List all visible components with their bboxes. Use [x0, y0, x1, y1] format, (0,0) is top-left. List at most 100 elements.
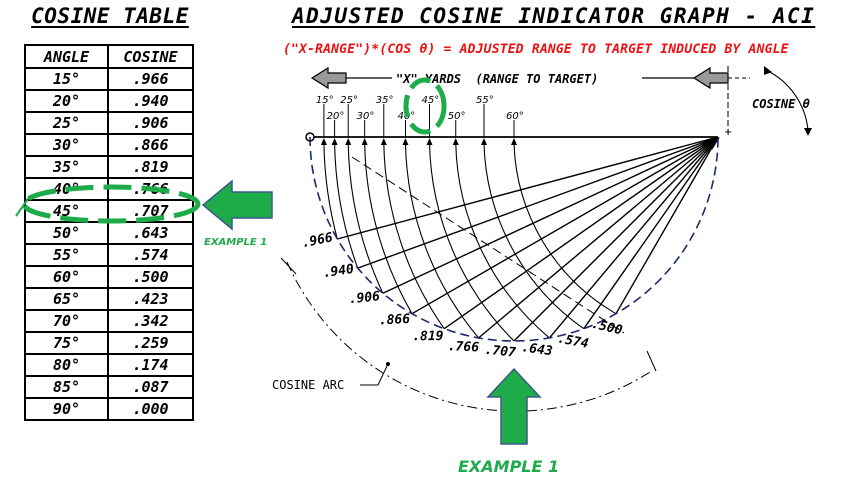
angle-cell: 75° [24, 331, 109, 355]
table-row: 80°.174 [24, 353, 194, 377]
cosine-ray [513, 136, 719, 342]
arc-value-label: .906 [348, 289, 381, 307]
arc-value-label: .707 [484, 343, 517, 361]
cosine-cell: .500 [107, 265, 194, 289]
angle-tick-label: 20° [327, 111, 345, 122]
cosine-theta-arrow-bottom [804, 128, 812, 136]
angle-cell: 85° [24, 375, 109, 399]
projection-arrowhead [345, 138, 352, 145]
cosine-cell: .087 [107, 375, 194, 399]
highlight-table-row-ellipse [21, 184, 201, 224]
cosine-theta-arc [765, 69, 809, 131]
angle-tick-label: 30° [357, 111, 375, 122]
cosine-ray [478, 136, 719, 339]
angle-tick-label: 60° [506, 111, 524, 122]
projection-arc [404, 142, 479, 339]
projection-arc [347, 142, 384, 294]
example-1-small-label: EXAMPLE 1 [204, 237, 268, 248]
cosine-ray [443, 136, 719, 330]
table-row: 75°.259 [24, 331, 194, 355]
example-1-big-label: EXAMPLE 1 [458, 457, 560, 476]
cosine-arc-dashed [309, 136, 719, 342]
angle-cell: 50° [24, 221, 109, 245]
projection-arrowhead [511, 138, 517, 145]
outer-arc-end-left [280, 257, 297, 275]
table-row: 55°.574 [24, 243, 194, 267]
cosine-cell: .000 [107, 397, 194, 421]
cosine-cell: .174 [107, 353, 194, 377]
arc-value-label: .643 [521, 340, 554, 359]
highlight-angle-ellipse [403, 77, 447, 135]
table-row: 35°.819 [24, 155, 194, 179]
cosine-cell: .940 [107, 89, 194, 113]
projection-arrowhead [331, 138, 338, 145]
highlight-left-tick [15, 195, 31, 217]
cosine-theta-arrow-top [764, 66, 772, 75]
table-row: 65°.423 [24, 287, 194, 311]
angle-cell: 55° [24, 243, 109, 267]
angle-cell: 20° [24, 89, 109, 113]
table-row: 30°.866 [24, 133, 194, 157]
projection-arrowhead [361, 138, 368, 145]
projection-arc [455, 142, 550, 339]
right-range-arrow [692, 66, 729, 90]
projection-arc [383, 142, 445, 330]
cosine-arc-leader [360, 363, 389, 386]
cosine-cell: .906 [107, 111, 194, 135]
cosine-ray [548, 136, 719, 339]
arc-value-label: .819 [412, 329, 444, 344]
table-row: 60°.500 [24, 265, 194, 289]
projection-arc [428, 142, 515, 342]
table-row: 20°.940 [24, 89, 194, 113]
table-row: 50°.643 [24, 221, 194, 245]
arc-value-label: .500 [590, 317, 624, 339]
outer-dimension-arc [286, 261, 651, 412]
cosine-cell: .819 [107, 155, 194, 179]
cosine-cell: .423 [107, 287, 194, 311]
cosine-theta-label: COSINE θ [752, 97, 811, 111]
table-row: 15°.966 [24, 67, 194, 91]
angle-tick-label: 25° [340, 95, 358, 106]
arc-value-label: .766 [447, 339, 479, 355]
arc-values: .966.940.906.866.819.766.707.643.574.500 [301, 230, 624, 360]
left-range-arrow [310, 66, 347, 90]
projection-arrowhead [480, 138, 487, 145]
cosine-arc-label: COSINE ARC [272, 378, 344, 392]
projection-arc [334, 142, 359, 269]
angle-tick-label: 45° [422, 95, 440, 106]
angle-cell: 70° [24, 309, 109, 333]
projection-arc [513, 142, 617, 315]
projection-arc [483, 142, 585, 330]
angle-tick-label: 15° [316, 95, 334, 106]
projection-arc [323, 142, 338, 240]
cosine-cell: .966 [107, 67, 194, 91]
table-row: 90°.000 [24, 397, 194, 421]
cosine-ray [583, 136, 719, 330]
cosine-ray [337, 136, 719, 240]
table-header-row: ANGLE COSINE [24, 44, 194, 69]
cosine-cell: .643 [107, 221, 194, 245]
cosine-arc-leader-dot [386, 362, 390, 366]
arc-value-label: .940 [322, 262, 355, 281]
arc-value-label: .574 [556, 331, 590, 352]
angle-tick-label: 50° [448, 111, 466, 122]
projection-arrowhead [320, 138, 327, 145]
projection-arrowhead [402, 138, 409, 145]
cosine-rays [320, 136, 719, 342]
projection-arrowhead [452, 138, 459, 145]
cosine-ray [411, 136, 719, 315]
formula-text: ("X-RANGE")*(COS θ) = ADJUSTED RANGE TO … [283, 42, 789, 57]
cosine-cell: .574 [107, 243, 194, 267]
cosine-ray [357, 136, 719, 269]
angle-cell: 65° [24, 287, 109, 311]
angle-cell: 30° [24, 133, 109, 157]
cosine-table-title: COSINE TABLE [31, 4, 189, 28]
angle-cell: 15° [24, 67, 109, 91]
angle-cell: 90° [24, 397, 109, 421]
angle-cell: 80° [24, 353, 109, 377]
example-arrow-left [201, 179, 273, 231]
cosine-cell: .259 [107, 331, 194, 355]
range-to-target-label: "X" YARDS (RANGE TO TARGET) [396, 72, 598, 86]
